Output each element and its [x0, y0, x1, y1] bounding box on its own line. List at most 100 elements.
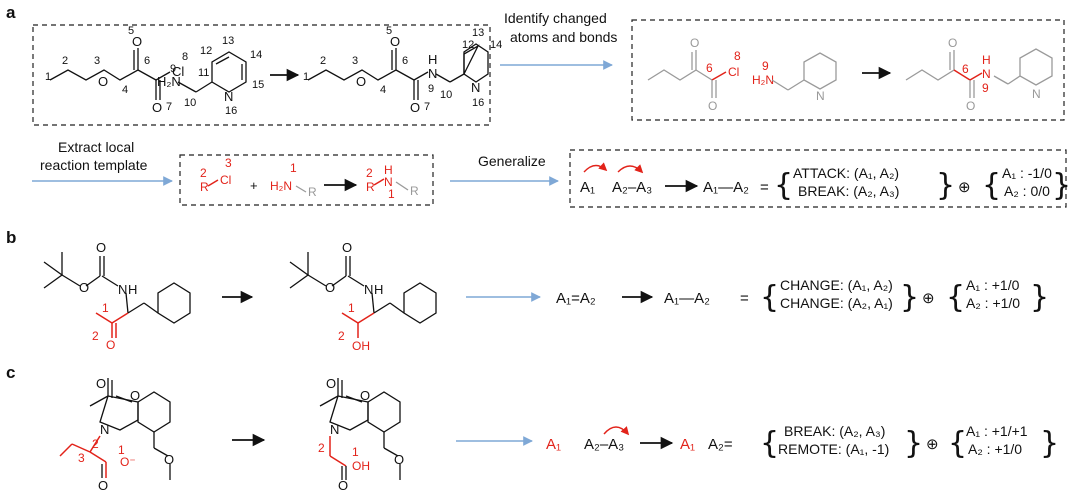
atom-number: 10: [440, 89, 452, 101]
bond-a2-a3: A₂–A₃: [584, 436, 624, 453]
atom-number-red: 8: [734, 49, 741, 63]
atom-cl-red: Cl: [728, 65, 739, 79]
atom-r: R: [410, 184, 419, 198]
atom-o: O: [98, 478, 108, 493]
action: BREAK: (A₂, A₃): [784, 423, 885, 439]
charge: A₂ : 0/0: [1004, 183, 1050, 199]
atom-number: 9: [428, 83, 434, 95]
atom-number-red: 1: [102, 301, 109, 315]
atom-number: 16: [225, 105, 237, 117]
atom-h2n-red: H₂N: [752, 73, 774, 87]
atom-o: O: [690, 36, 699, 50]
atom-number-red: 2: [318, 441, 325, 455]
panel-label-b: b: [6, 228, 16, 247]
atom-a1-red: A₁: [546, 436, 561, 453]
ethyl-chlorooxoacetate: O O Cl O 1 2 3 4 5 6 7 8: [45, 25, 188, 115]
atom-number: 10: [184, 97, 196, 109]
atom-number: 7: [166, 101, 172, 113]
template-number: 2: [366, 166, 373, 180]
lhs: A₁=A₂: [556, 290, 596, 307]
action: ATTACK: (A₁, A₂): [793, 165, 899, 181]
atom-number: 2: [62, 55, 68, 67]
atom-h2n-red: H₂N: [270, 179, 292, 193]
atom-oh-red: OH: [352, 459, 370, 473]
left-brace: {: [760, 426, 779, 461]
atom-o: O: [342, 240, 352, 255]
atom-n: N: [330, 422, 339, 437]
oplus: ⊕: [922, 290, 935, 307]
atom-o: O: [96, 240, 106, 255]
right-brace: }: [1052, 168, 1071, 203]
atom-number-red: 2: [338, 329, 345, 343]
panel-label-c: c: [6, 363, 15, 382]
atom-n-red: N: [384, 175, 393, 189]
atom-cl-red: Cl: [220, 173, 231, 187]
atom-number: 16: [472, 97, 484, 109]
atom-o: O: [338, 478, 348, 493]
atom-n: N: [100, 422, 109, 437]
atom-h2n: H₂N: [157, 74, 181, 89]
atom-o: O: [708, 99, 717, 113]
equation-c: A₁ A₂–A₃ A₁ A₂= { BREAK: (A₂, A₃) REMOTE…: [546, 423, 1059, 461]
charge: A₂ : +1/0: [968, 441, 1022, 457]
right-brace: }: [1040, 426, 1059, 461]
atom-number: 6: [402, 55, 408, 67]
atom-o: O: [966, 99, 975, 113]
left-brace: {: [982, 168, 1001, 203]
highlighted-product: O 6 O H N 9 N: [905, 36, 1053, 113]
rhs: A₁—A₂: [664, 290, 710, 307]
atom-number: 9: [170, 63, 176, 75]
atom-r-red: R: [366, 180, 375, 194]
equation-a: A₁ A₂–A₃ A₁—A₂ = { ATTACK: (A₁, A₂) BREA…: [580, 162, 1071, 203]
atom-n: N: [428, 66, 437, 81]
charge: A₁ : -1/0: [1002, 165, 1052, 181]
template-box: [179, 154, 434, 206]
atom-number: 3: [94, 55, 100, 67]
atom-number: 8: [182, 51, 188, 63]
atom-o: O: [394, 452, 404, 467]
bond-a2-a3: A₂–A₃: [612, 179, 652, 196]
left-brace: {: [948, 426, 967, 461]
picolylamine: H₂N N 9 10 11 12 13 14 15 16: [157, 35, 264, 117]
right-brace: }: [936, 168, 955, 203]
alcohol-product: O O N H OH 1 2: [289, 240, 437, 353]
atom-a1-red: A₁: [680, 436, 695, 453]
atom-o: O: [152, 100, 162, 115]
charge: A₁ : +1/0: [966, 277, 1020, 293]
changed-atoms-box: [631, 19, 1065, 121]
atom-o: O: [326, 376, 336, 391]
atom-number-red: 6: [962, 62, 969, 76]
atom-number: 3: [352, 55, 358, 67]
atom-number: 7: [424, 101, 430, 113]
product-amide: O O O H N N 1 2 3 4 5 6 7 9 10 12 13 14 …: [303, 25, 502, 115]
right-brace: }: [900, 280, 919, 315]
atom-n: N: [471, 80, 480, 95]
atom-a1: A₁: [580, 179, 595, 196]
atom-number: 13: [222, 35, 234, 47]
highlighted-reactants: O 6 Cl 8 O H₂N 9 N: [647, 36, 837, 113]
atom-number-red: 2: [92, 437, 99, 451]
right-brace: }: [904, 426, 923, 461]
atom-h: H: [428, 52, 437, 67]
atom-n: N: [816, 89, 825, 103]
atom-o: O: [390, 34, 400, 49]
atom-o: O: [96, 376, 106, 391]
template-number: 2: [200, 166, 207, 180]
template-number: 1: [388, 187, 395, 201]
atom-nh: N: [364, 282, 373, 297]
template-number: 3: [225, 156, 232, 170]
action: BREAK: (A₂, A₃): [798, 183, 899, 199]
atom-oh-red: OH: [352, 339, 370, 353]
equals: =: [740, 290, 749, 307]
atom-r-red: R: [200, 180, 209, 194]
oplus: ⊕: [926, 436, 939, 453]
acid-product: O O N O OH O 2 1: [318, 376, 404, 493]
atom-nh: H: [374, 282, 383, 297]
carboxylate-reactant: O O N O O⁻ O 3 2 1: [59, 376, 174, 493]
atom-o: O: [79, 280, 89, 295]
atom-number-red: 1: [348, 301, 355, 315]
oplus: ⊕: [958, 179, 971, 196]
atom-o-minus: O⁻: [120, 455, 136, 469]
atom-o: O: [164, 452, 174, 467]
